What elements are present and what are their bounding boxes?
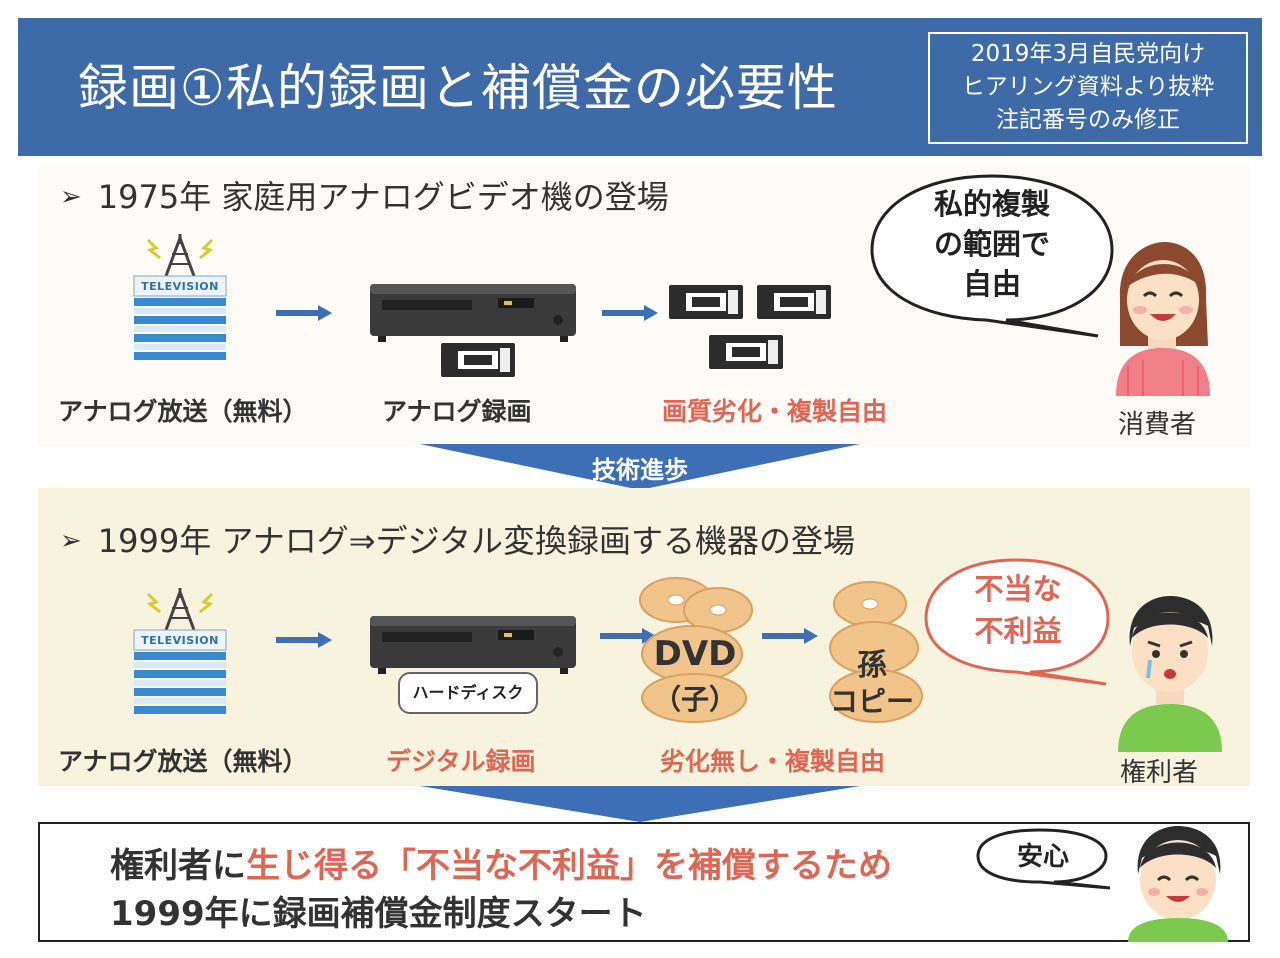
video-tape-icon	[440, 342, 516, 378]
label-analog-broadcast: アナログ放送（無料）	[58, 747, 308, 776]
label-digital-recording: デジタル録画	[386, 747, 536, 776]
bubble-line-2: 不利益	[974, 614, 1062, 648]
section-1975-heading: ➢1975年 家庭用アナログビデオ機の登場	[60, 178, 669, 216]
bubble-line-1: 不当な	[974, 572, 1062, 606]
label-quality-degradation: 画質劣化・複製自由	[662, 397, 888, 426]
label-analog-recording: アナログ録画	[382, 397, 532, 426]
page-title: 録画①私的録画と補償金の必要性	[78, 59, 838, 117]
bubble-line-3: 自由	[962, 267, 1021, 301]
flow-arrow-icon	[276, 632, 332, 648]
speech-bubble-relief: 安心	[970, 826, 1116, 892]
label-analog-broadcast: アナログ放送（無料）	[58, 397, 308, 426]
source-line-1: 2019年3月自民党向け	[970, 41, 1206, 67]
result-arrow	[420, 786, 860, 822]
conclusion-line-1: 権利者に生じ得る「不当な不利益」を補償するため	[110, 846, 892, 886]
hdd-recorder-icon	[368, 614, 578, 676]
video-tape-icon	[708, 334, 784, 370]
section-1999-heading: ➢1999年 アナログ⇒デジタル変換録画する機器の登場	[60, 522, 855, 560]
video-tape-icon	[756, 284, 832, 320]
tower-sign: TELEVISION	[141, 280, 219, 293]
copy-discs-icon	[822, 578, 930, 728]
grandchild-label: 孫	[857, 648, 887, 683]
consumer-avatar	[1108, 236, 1218, 396]
copy-label: コピー	[829, 685, 914, 718]
rightsholder-avatar	[1112, 586, 1228, 752]
bullet-arrow-icon: ➢	[60, 182, 82, 212]
flow-arrow-icon	[762, 628, 818, 644]
relief-text: 安心	[1016, 842, 1069, 872]
dvd-child-label: （子）	[652, 683, 737, 716]
bullet-arrow-icon: ➢	[60, 526, 82, 556]
dvd-label: DVD	[653, 634, 737, 674]
tech-progress-arrow: 技術進歩	[420, 444, 860, 490]
dvd-discs-icon	[636, 574, 754, 724]
source-note: 2019年3月自民党向け ヒアリング資料より抜粋 注記番号のみ修正	[928, 32, 1248, 144]
rightsholder-label: 権利者	[1120, 758, 1199, 788]
tv-tower-icon: TELEVISION	[130, 586, 230, 716]
speech-bubble-rightsholder: 不当な 不利益	[920, 556, 1116, 688]
tv-tower-icon: TELEVISION	[130, 232, 230, 362]
conclusion-line-2: 1999年に録画補償金制度スタート	[110, 894, 647, 934]
hard-disk-label: ハードディスク	[398, 672, 538, 714]
consumer-label: 消費者	[1118, 410, 1197, 440]
flow-arrow-icon	[600, 628, 656, 644]
speech-bubble-consumer: 私的複製 の範囲で 自由	[866, 170, 1118, 340]
flow-arrow-icon	[276, 305, 332, 321]
bubble-line-2: の範囲で	[933, 227, 1050, 261]
bubble-line-1: 私的複製	[933, 187, 1050, 221]
source-line-3: 注記番号のみ修正	[996, 107, 1180, 133]
tech-progress-label: 技術進歩	[592, 456, 688, 484]
source-line-2: ヒアリング資料より抜粋	[961, 74, 1215, 100]
relieved-rightsholder-avatar	[1122, 818, 1232, 942]
label-no-degradation: 劣化無し・複製自由	[660, 747, 886, 776]
video-deck-icon	[368, 282, 578, 344]
flow-arrow-icon	[602, 305, 658, 321]
video-tape-icon	[668, 284, 744, 320]
title-banner: 録画①私的録画と補償金の必要性 2019年3月自民党向け ヒアリング資料より抜粋…	[18, 18, 1262, 156]
tower-sign: TELEVISION	[141, 634, 219, 647]
